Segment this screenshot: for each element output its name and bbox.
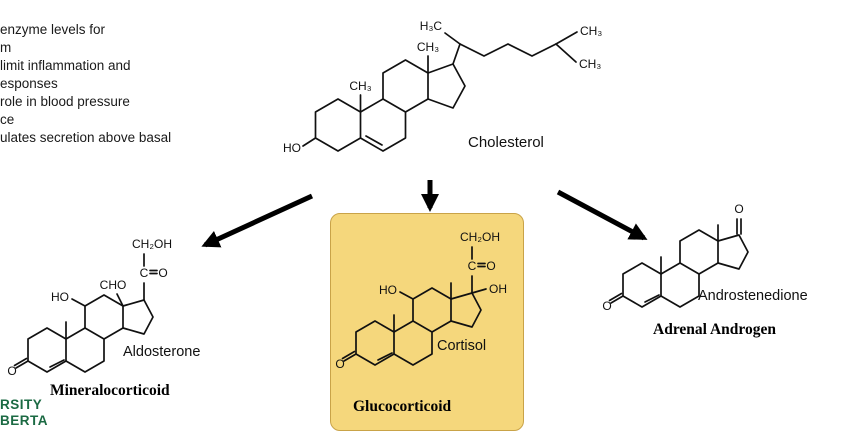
androstenedione-name-label: Androstenedione [698, 288, 808, 304]
cholesterol-c27-methyl-label: CH₃ [579, 57, 601, 71]
university-logo-line2: BERTA [0, 413, 48, 428]
aldosterone-skeleton [13, 253, 158, 373]
aldosterone-carbonyl-o-label: O [158, 266, 167, 280]
university-logo-line1: RSITY [0, 397, 43, 412]
cortisol-ch2oh-label: CH₂OH [460, 230, 500, 244]
androstenedione-keto-o-label: O [602, 299, 611, 313]
notes-line: esponses [0, 76, 58, 91]
notes-line: ulates secretion above basal [0, 130, 172, 145]
aldosterone-cho-label: CHO [100, 278, 127, 292]
notes-line: m [0, 40, 12, 55]
notes-line: limit inflammation and [0, 58, 131, 73]
cholesterol-name-label: Cholesterol [468, 134, 544, 151]
aldosterone-carbonyl-c-label: C [140, 266, 149, 280]
university-logo: RSITY BERTA [0, 397, 48, 429]
mineralocorticoid-class-label: Mineralocorticoid [50, 382, 170, 399]
glucocorticoid-highlight-box [330, 213, 524, 431]
aldosterone-name-label: Aldosterone [123, 344, 200, 360]
cortisol-oh-label: OH [489, 282, 507, 296]
cholesterol-skeleton [302, 31, 578, 152]
aldosterone-ho-label: HO [51, 290, 69, 304]
cholesterol-c19-methyl-label: CH₃ [349, 79, 371, 93]
androstenedione-structure: O O Androstenedione [602, 202, 808, 313]
cortisol-structure: O HO OH C O CH₂OH Cortisol [335, 230, 507, 371]
notes-line: enzyme levels for [0, 22, 106, 37]
aldosterone-keto-o-label: O [7, 364, 16, 378]
cortisol-carbonyl-c-label: C [468, 259, 477, 273]
cortisol-ho-label: HO [379, 283, 397, 297]
adrenal-androgen-class-label: Adrenal Androgen [653, 321, 777, 338]
cortisol-name-label: Cortisol [437, 338, 486, 354]
glucocorticoid-class-label: Glucocorticoid [353, 398, 452, 415]
cortisol-carbonyl-o-label: O [486, 259, 495, 273]
cortisol-keto-o-label: O [335, 357, 344, 371]
aldosterone-ch2oh-label: CH₂OH [132, 237, 172, 251]
cholesterol-c21-methyl-label: H₃C [420, 19, 443, 33]
cholesterol-c26-methyl-label: CH₃ [580, 24, 602, 38]
notes-line: role in blood pressure [0, 94, 130, 109]
aldosterone-structure: O CHO HO C O CH₂OH Aldosterone [7, 237, 200, 378]
cholesterol-structure: HO CH₃ CH₃ H₃C CH₃ CH₃ Cholesterol [283, 19, 602, 155]
notes-text-block: enzyme levels for m limit inflammation a… [0, 21, 171, 147]
cortisol-skeleton [341, 246, 487, 366]
androstenedione-skeleton [608, 218, 749, 308]
cholesterol-ho-label: HO [283, 141, 301, 155]
notes-line: ce [0, 112, 15, 127]
androstenedione-c17-o-label: O [734, 202, 743, 216]
cholesterol-c18-methyl-label: CH₃ [417, 40, 439, 54]
